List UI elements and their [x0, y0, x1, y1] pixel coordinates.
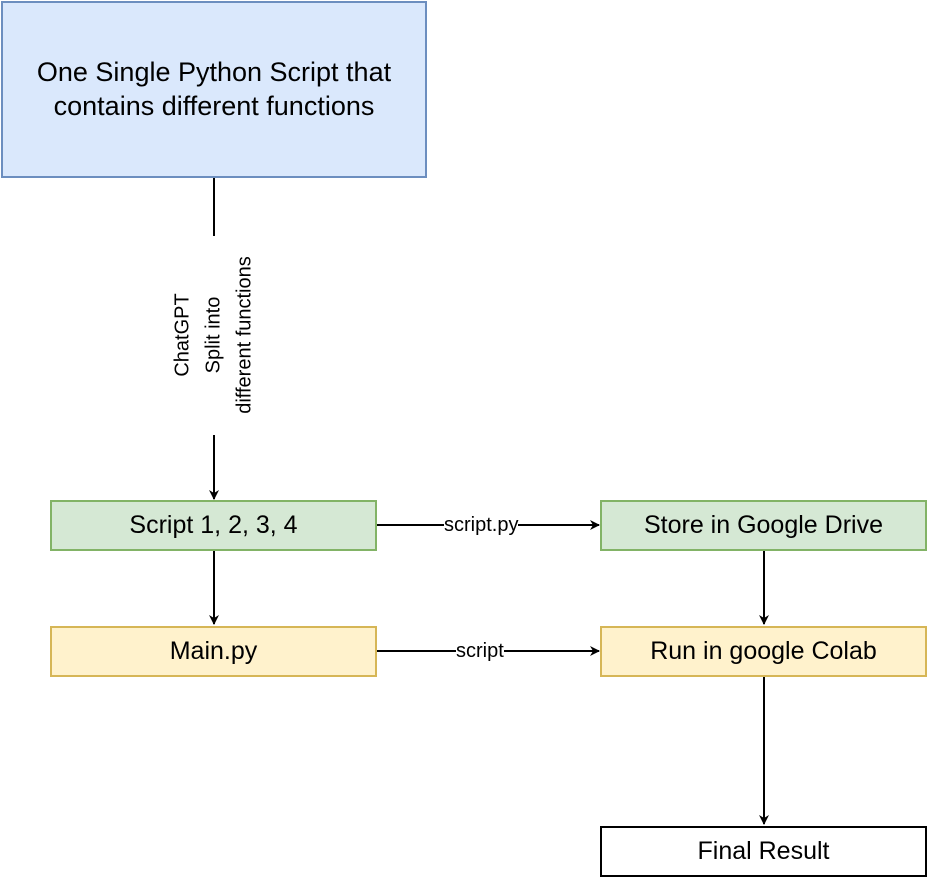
- node-final-result[interactable]: Final Result: [600, 826, 927, 877]
- node-store-google-drive[interactable]: Store in Google Drive: [600, 500, 927, 551]
- node-main[interactable]: Main.py: [50, 626, 377, 677]
- edge-label-script-py: script.py: [444, 513, 519, 537]
- edge-label-split: ChatGPT Split into different functions: [168, 256, 261, 414]
- edge-label-script: script: [456, 639, 504, 663]
- node-run-google-colab[interactable]: Run in google Colab: [600, 626, 927, 677]
- edge-label-split-line-2: Split into: [202, 296, 225, 374]
- node-scripts[interactable]: Script 1, 2, 3, 4: [50, 500, 377, 551]
- node-single-script[interactable]: One Single Python Script that contains d…: [1, 1, 427, 178]
- edge-label-split-line-1: ChatGPT: [171, 293, 194, 377]
- edge-label-split-line-3: different functions: [233, 256, 256, 414]
